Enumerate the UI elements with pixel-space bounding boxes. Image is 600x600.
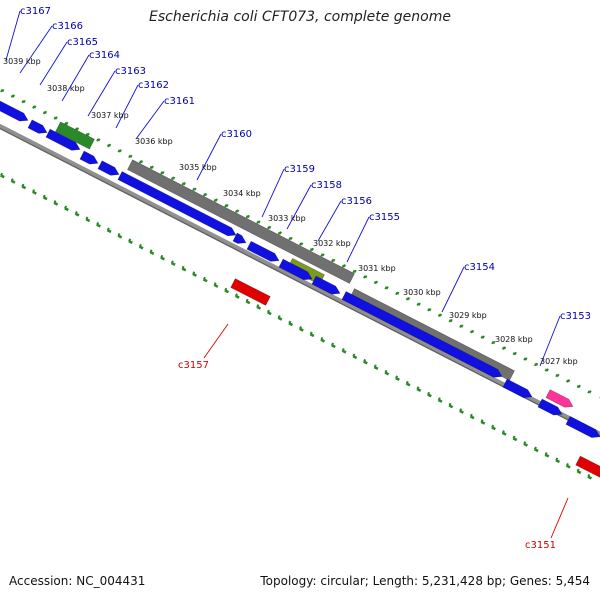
gene-label-forward: c3165 (67, 37, 98, 48)
gene-label-forward: c3162 (138, 80, 169, 91)
callout-line (61, 54, 90, 102)
homology-block (55, 121, 95, 150)
scale-label: 3030 kbp (403, 288, 441, 297)
callout-line (539, 315, 561, 367)
gene-label-forward: c3153 (560, 311, 591, 322)
rna-gene (545, 389, 574, 408)
callout-line (286, 184, 312, 230)
scale-label: 3028 kbp (495, 335, 533, 344)
scale-labels: 3039 kbp 3038 kbp 3037 kbp 3036 kbp 3035 kbp… (3, 57, 578, 366)
callout-line (317, 200, 342, 242)
scale-label: 3032 kbp (313, 239, 351, 248)
scale-label: 3039 kbp (3, 57, 41, 66)
forward-gene (278, 258, 313, 281)
reverse-gene (575, 455, 600, 478)
map-title: Escherichia coli CFT073, complete genome (149, 9, 451, 25)
callout-line (196, 133, 222, 181)
forward-gene (246, 240, 280, 262)
gene-label-forward: c3160 (221, 129, 252, 140)
gene-label-forward: c3161 (164, 96, 195, 107)
forward-gene (311, 275, 341, 295)
callout-line (346, 216, 370, 263)
forward-gene (0, 100, 29, 122)
callout-line (135, 100, 165, 140)
callout-line (261, 168, 285, 218)
scale-label: 3033 kbp (268, 214, 306, 223)
forward-gene (537, 398, 563, 416)
scale-label: 3035 kbp (179, 163, 217, 172)
reverse-gene (230, 278, 271, 306)
gene-label-forward: c3163 (115, 66, 146, 77)
tick-row-bottom-lower (0, 173, 593, 480)
scale-label: 3036 kbp (135, 137, 173, 146)
gene-label-reverse: c3157 (178, 360, 209, 371)
callout-line (203, 323, 229, 359)
gene-label-forward: c3155 (369, 212, 400, 223)
scale-label: 3037 kbp (91, 111, 129, 120)
accession-info: Accession: NC_004431 (9, 574, 146, 588)
scale-label: 3031 kbp (358, 264, 396, 273)
forward-gene (27, 119, 48, 134)
gene-track (0, 100, 600, 478)
callout-line (5, 10, 21, 61)
homology-block (127, 159, 355, 284)
tick-marks (0, 88, 600, 480)
forward-gene (97, 160, 120, 176)
gene-label-forward: c3164 (89, 50, 120, 61)
callout-line (550, 497, 569, 539)
callout-line (39, 41, 68, 86)
scale-label: 3027 kbp (540, 357, 578, 366)
homology-track (55, 121, 515, 381)
scale-label: 3034 kbp (223, 189, 261, 198)
forward-gene (117, 171, 237, 237)
forward-gene (45, 128, 81, 151)
gene-label-forward: c3167 (20, 6, 51, 17)
gene-label-reverse: c3151 (525, 540, 556, 551)
forward-gene (341, 291, 503, 378)
callout-line (87, 70, 116, 117)
gene-label-forward: c3158 (311, 180, 342, 191)
tick-row-top-upper (0, 88, 593, 395)
forward-gene (502, 378, 533, 399)
gene-label-forward: c3154 (464, 262, 495, 273)
forward-gene (232, 232, 247, 244)
topology-info: Topology: circular; Length: 5,231,428 bp… (260, 574, 590, 588)
callout-line (115, 84, 139, 129)
callout-line (19, 25, 53, 74)
callout-line (441, 266, 465, 313)
forward-gene (79, 150, 99, 165)
gene-label-forward: c3166 (52, 21, 83, 32)
gene-label-forward: c3156 (341, 196, 372, 207)
scale-label: 3038 kbp (47, 84, 85, 93)
gene-label-forward: c3159 (284, 164, 315, 175)
scale-label: 3029 kbp (449, 311, 487, 320)
forward-gene (565, 415, 600, 438)
